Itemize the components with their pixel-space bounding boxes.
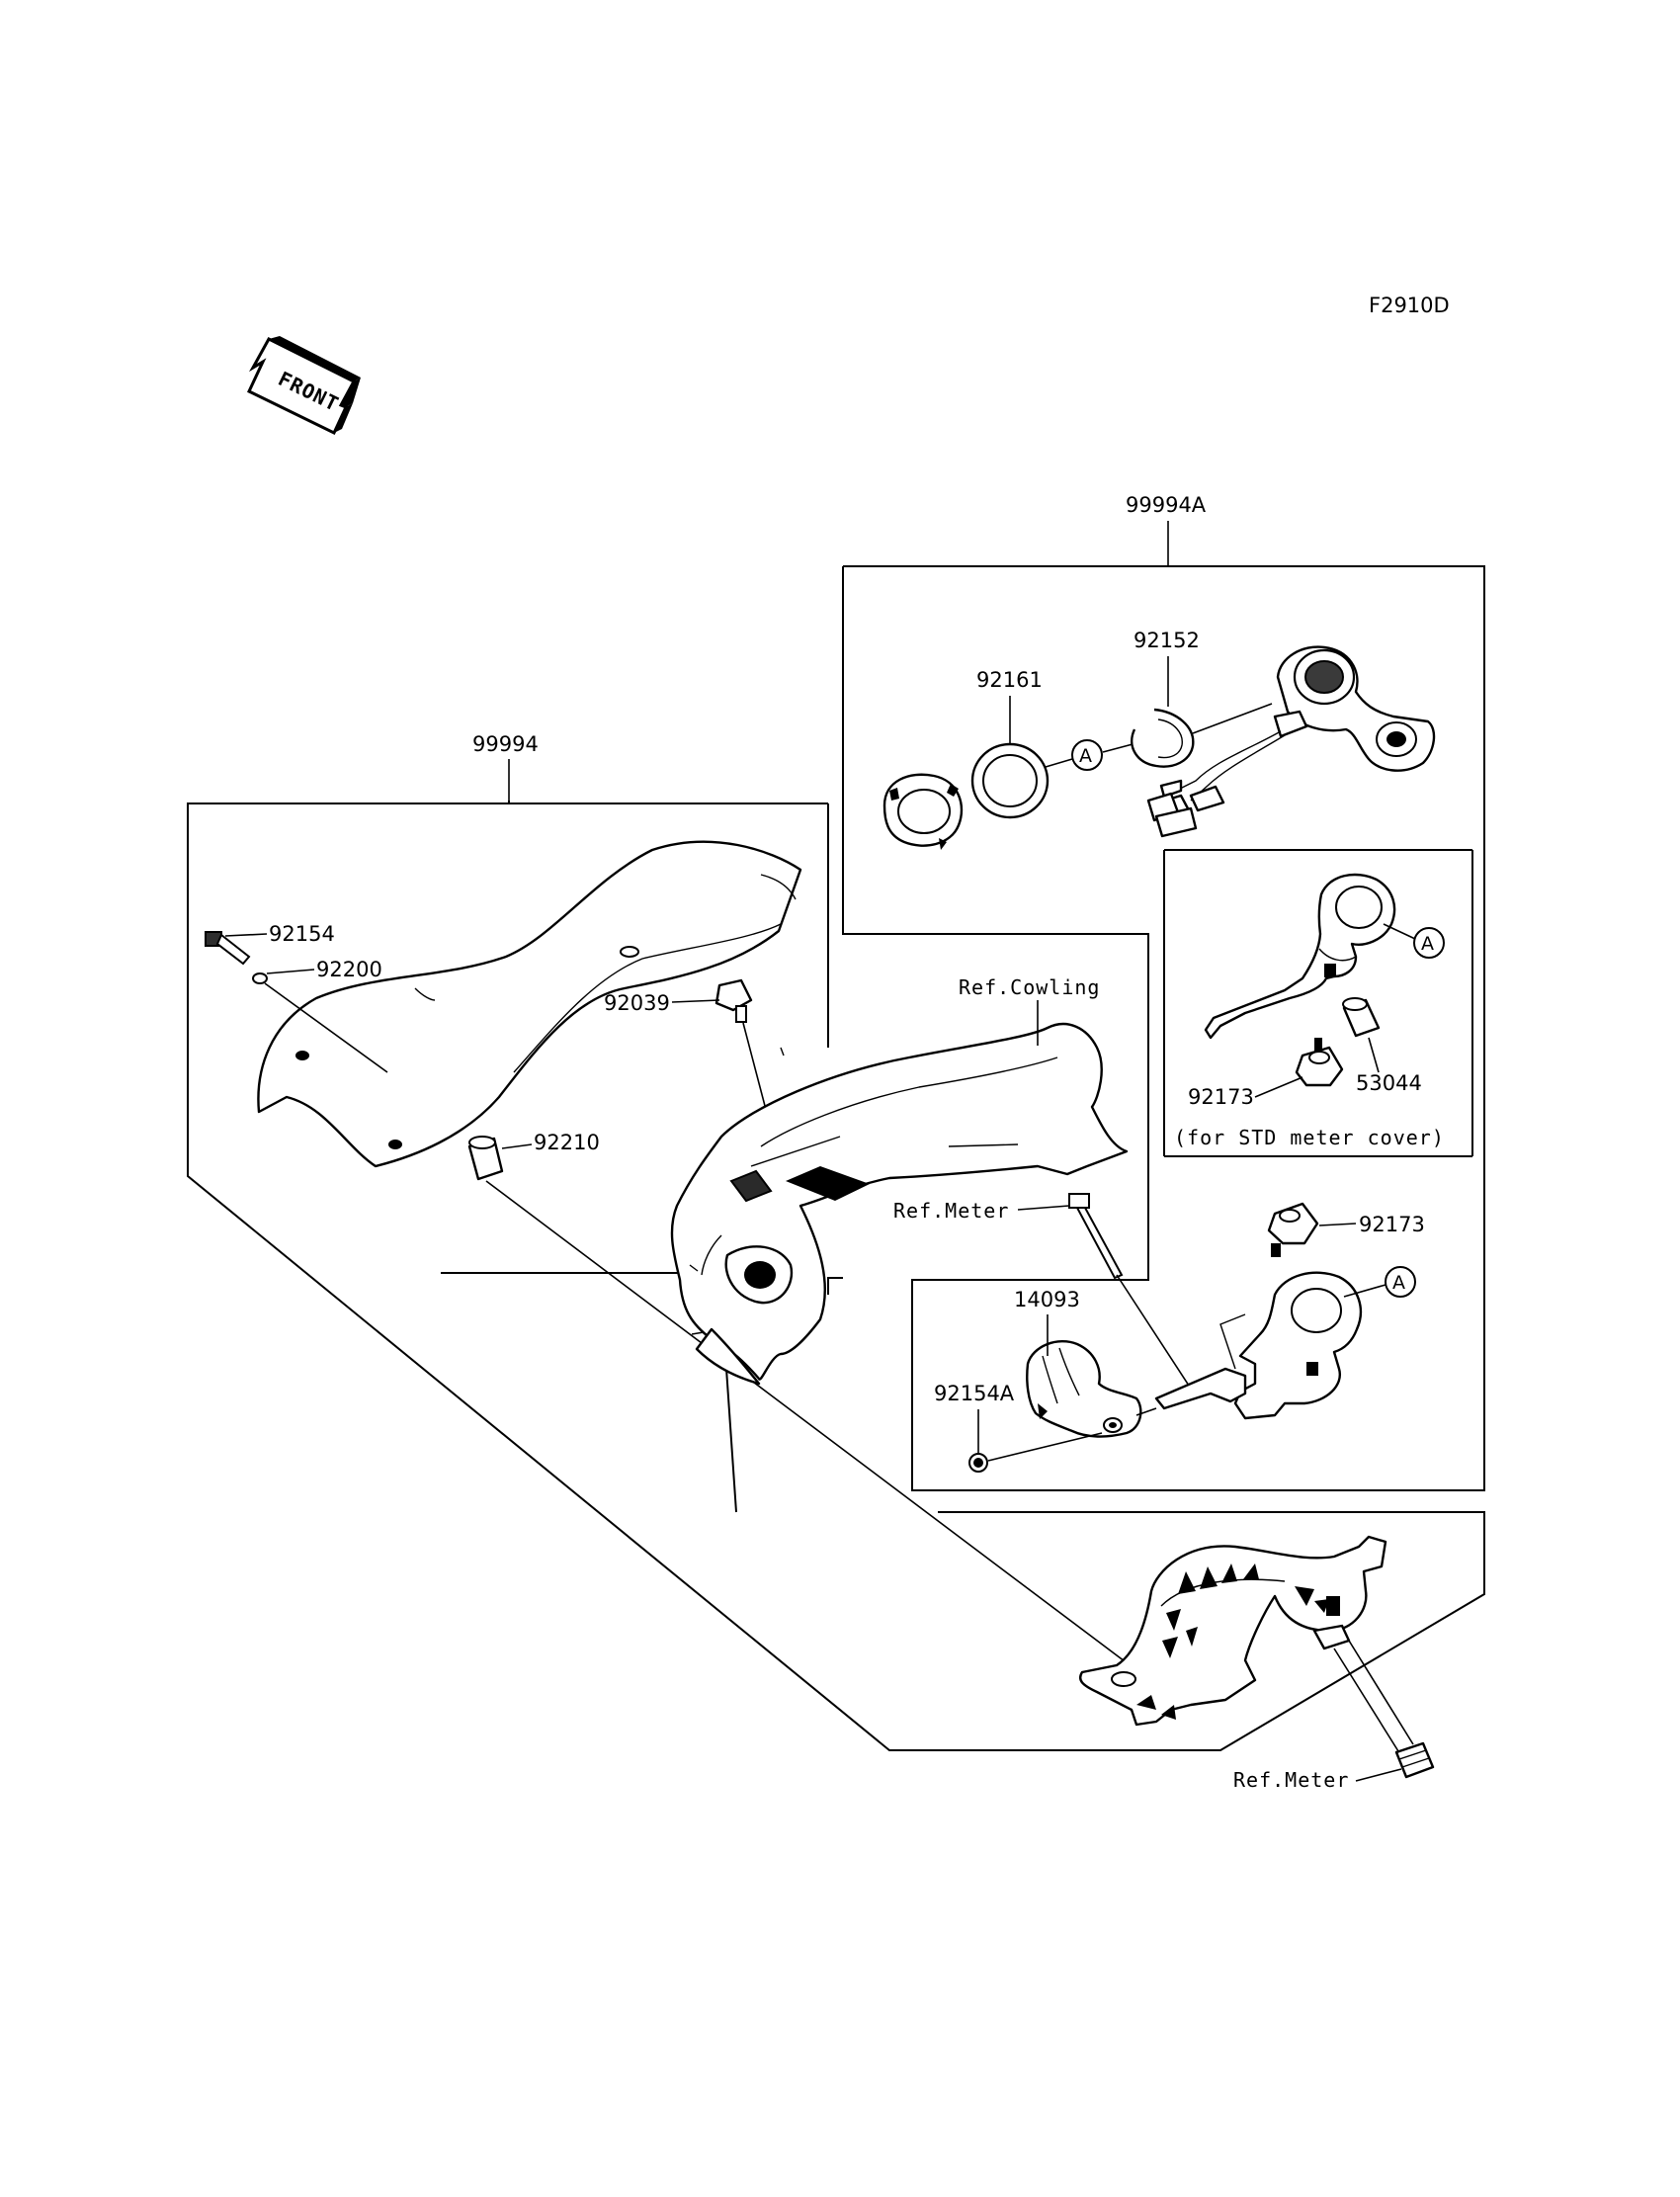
callout-a-2: A <box>1413 927 1445 959</box>
bolt-92154-part <box>205 931 251 966</box>
callout-a-1: A <box>1071 739 1103 771</box>
mount-bracket-part <box>1154 1271 1362 1420</box>
collar-92210-part <box>467 1136 504 1181</box>
label-92039: 92039 <box>604 991 670 1015</box>
label-ref-meter-1: Ref.Meter <box>893 1199 1009 1223</box>
bolt-92039-part <box>714 978 753 1023</box>
ring-92161-part <box>970 742 1050 819</box>
circlip-92152-part <box>1131 708 1195 768</box>
bezel-ring-part <box>882 773 964 850</box>
std-cover-note: (for STD meter cover) <box>1174 1126 1445 1149</box>
cowling-part <box>670 1022 1129 1386</box>
std-bracket-part <box>1204 873 1396 1040</box>
label-92210: 92210 <box>534 1131 600 1154</box>
assembly-frame-99994A <box>842 565 1485 1491</box>
diagram-code: F2910D <box>1369 294 1450 317</box>
washer-92200-part <box>252 972 268 984</box>
damper-92173-a-part <box>1295 1038 1344 1087</box>
screw-92154A-part <box>968 1453 988 1473</box>
grommet-part <box>1394 1741 1435 1779</box>
windscreen-part <box>257 840 802 1168</box>
label-92154: 92154 <box>269 922 335 946</box>
collar-53044-part <box>1342 997 1381 1038</box>
svg-text:A: A <box>1421 933 1434 955</box>
svg-text:A: A <box>1079 745 1092 767</box>
label-92200: 92200 <box>316 958 382 981</box>
switch-part <box>1146 645 1436 838</box>
svg-text:A: A <box>1392 1272 1405 1294</box>
label-92173-b: 92173 <box>1359 1213 1425 1236</box>
label-99994A: 99994A <box>1126 493 1207 517</box>
label-92173-a: 92173 <box>1188 1085 1254 1109</box>
callout-a-3: A <box>1385 1266 1416 1298</box>
front-arrow-icon: FRONT <box>247 336 361 436</box>
damper-92173-b-part <box>1267 1202 1319 1257</box>
label-92154A: 92154A <box>934 1382 1015 1405</box>
label-14093: 14093 <box>1014 1288 1080 1311</box>
meter-bracket-part <box>1078 1535 1387 1727</box>
label-53044: 53044 <box>1356 1071 1422 1095</box>
assembly-frame-99994 <box>187 801 1485 1751</box>
cover-14093-part <box>1026 1340 1142 1438</box>
meter-bolt-part <box>1068 1193 1124 1280</box>
label-99994: 99994 <box>472 732 539 756</box>
label-ref-cowling: Ref.Cowling <box>959 975 1100 999</box>
label-92161: 92161 <box>976 668 1043 692</box>
label-ref-meter-2: Ref.Meter <box>1233 1768 1349 1792</box>
label-92152: 92152 <box>1134 629 1200 652</box>
